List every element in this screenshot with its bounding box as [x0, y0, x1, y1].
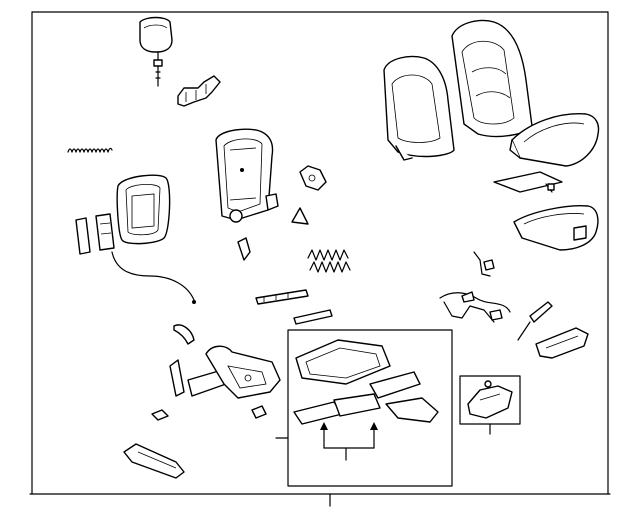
wire-harness-icon: [111, 251, 196, 304]
headrest-guide-icon: [177, 75, 221, 107]
seat-back-frame-icon: [215, 128, 279, 223]
riser-bracket-icon: [459, 375, 521, 435]
seat-cushion-cover-icon: [509, 113, 600, 167]
lumbar-support-icon: [116, 174, 171, 245]
track-rail-icon: [255, 289, 333, 325]
seat-back-cover-rear-icon: [383, 55, 455, 161]
lumbar-wave-icon: [307, 249, 351, 273]
seat-back-cover-front-icon: [451, 19, 533, 138]
trim-rail-icon: [123, 443, 185, 479]
seat-cushion-frame-icon: [513, 204, 599, 251]
diagram-frame: [29, 11, 611, 507]
seat-track-assembly-icon: [275, 329, 453, 487]
adjuster-tool-icon: [517, 301, 589, 359]
headrest-icon: [139, 16, 173, 87]
wire-harness-right-icon: [439, 251, 511, 323]
side-cover-icon: [205, 345, 281, 399]
side-shield-icon: [75, 213, 115, 255]
bracket-icon: [237, 165, 327, 261]
seat-cushion-pad-icon: [493, 171, 563, 193]
spring-icon: [67, 147, 113, 153]
clip-icon: [151, 405, 267, 421]
